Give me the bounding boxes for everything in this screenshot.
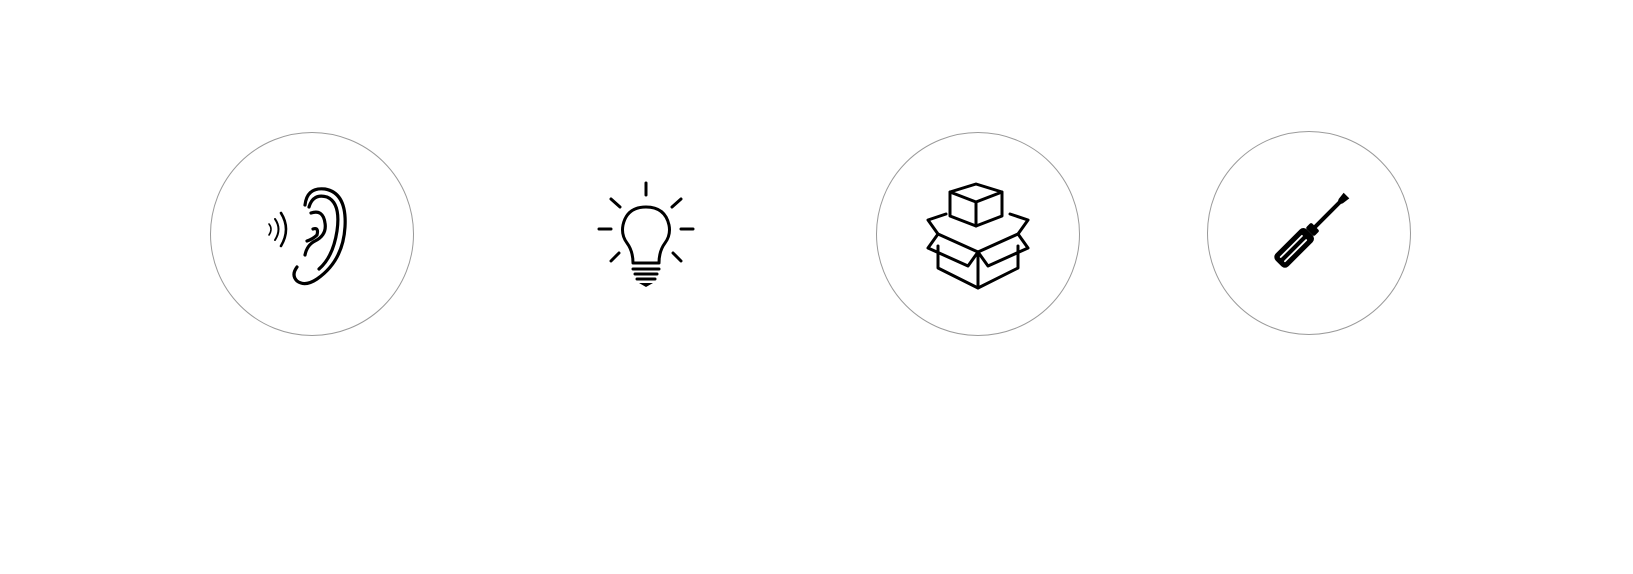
lightbulb-idea-icon (597, 181, 695, 287)
ear-listening-icon (268, 187, 347, 286)
feature-listen-button[interactable] (210, 132, 414, 336)
feature-idea-button[interactable] (544, 132, 748, 336)
feature-package-button[interactable] (876, 132, 1080, 336)
feature-tools-button[interactable] (1207, 131, 1411, 335)
open-box-with-cube-icon (926, 182, 1030, 290)
screwdriver-icon (1274, 192, 1350, 268)
